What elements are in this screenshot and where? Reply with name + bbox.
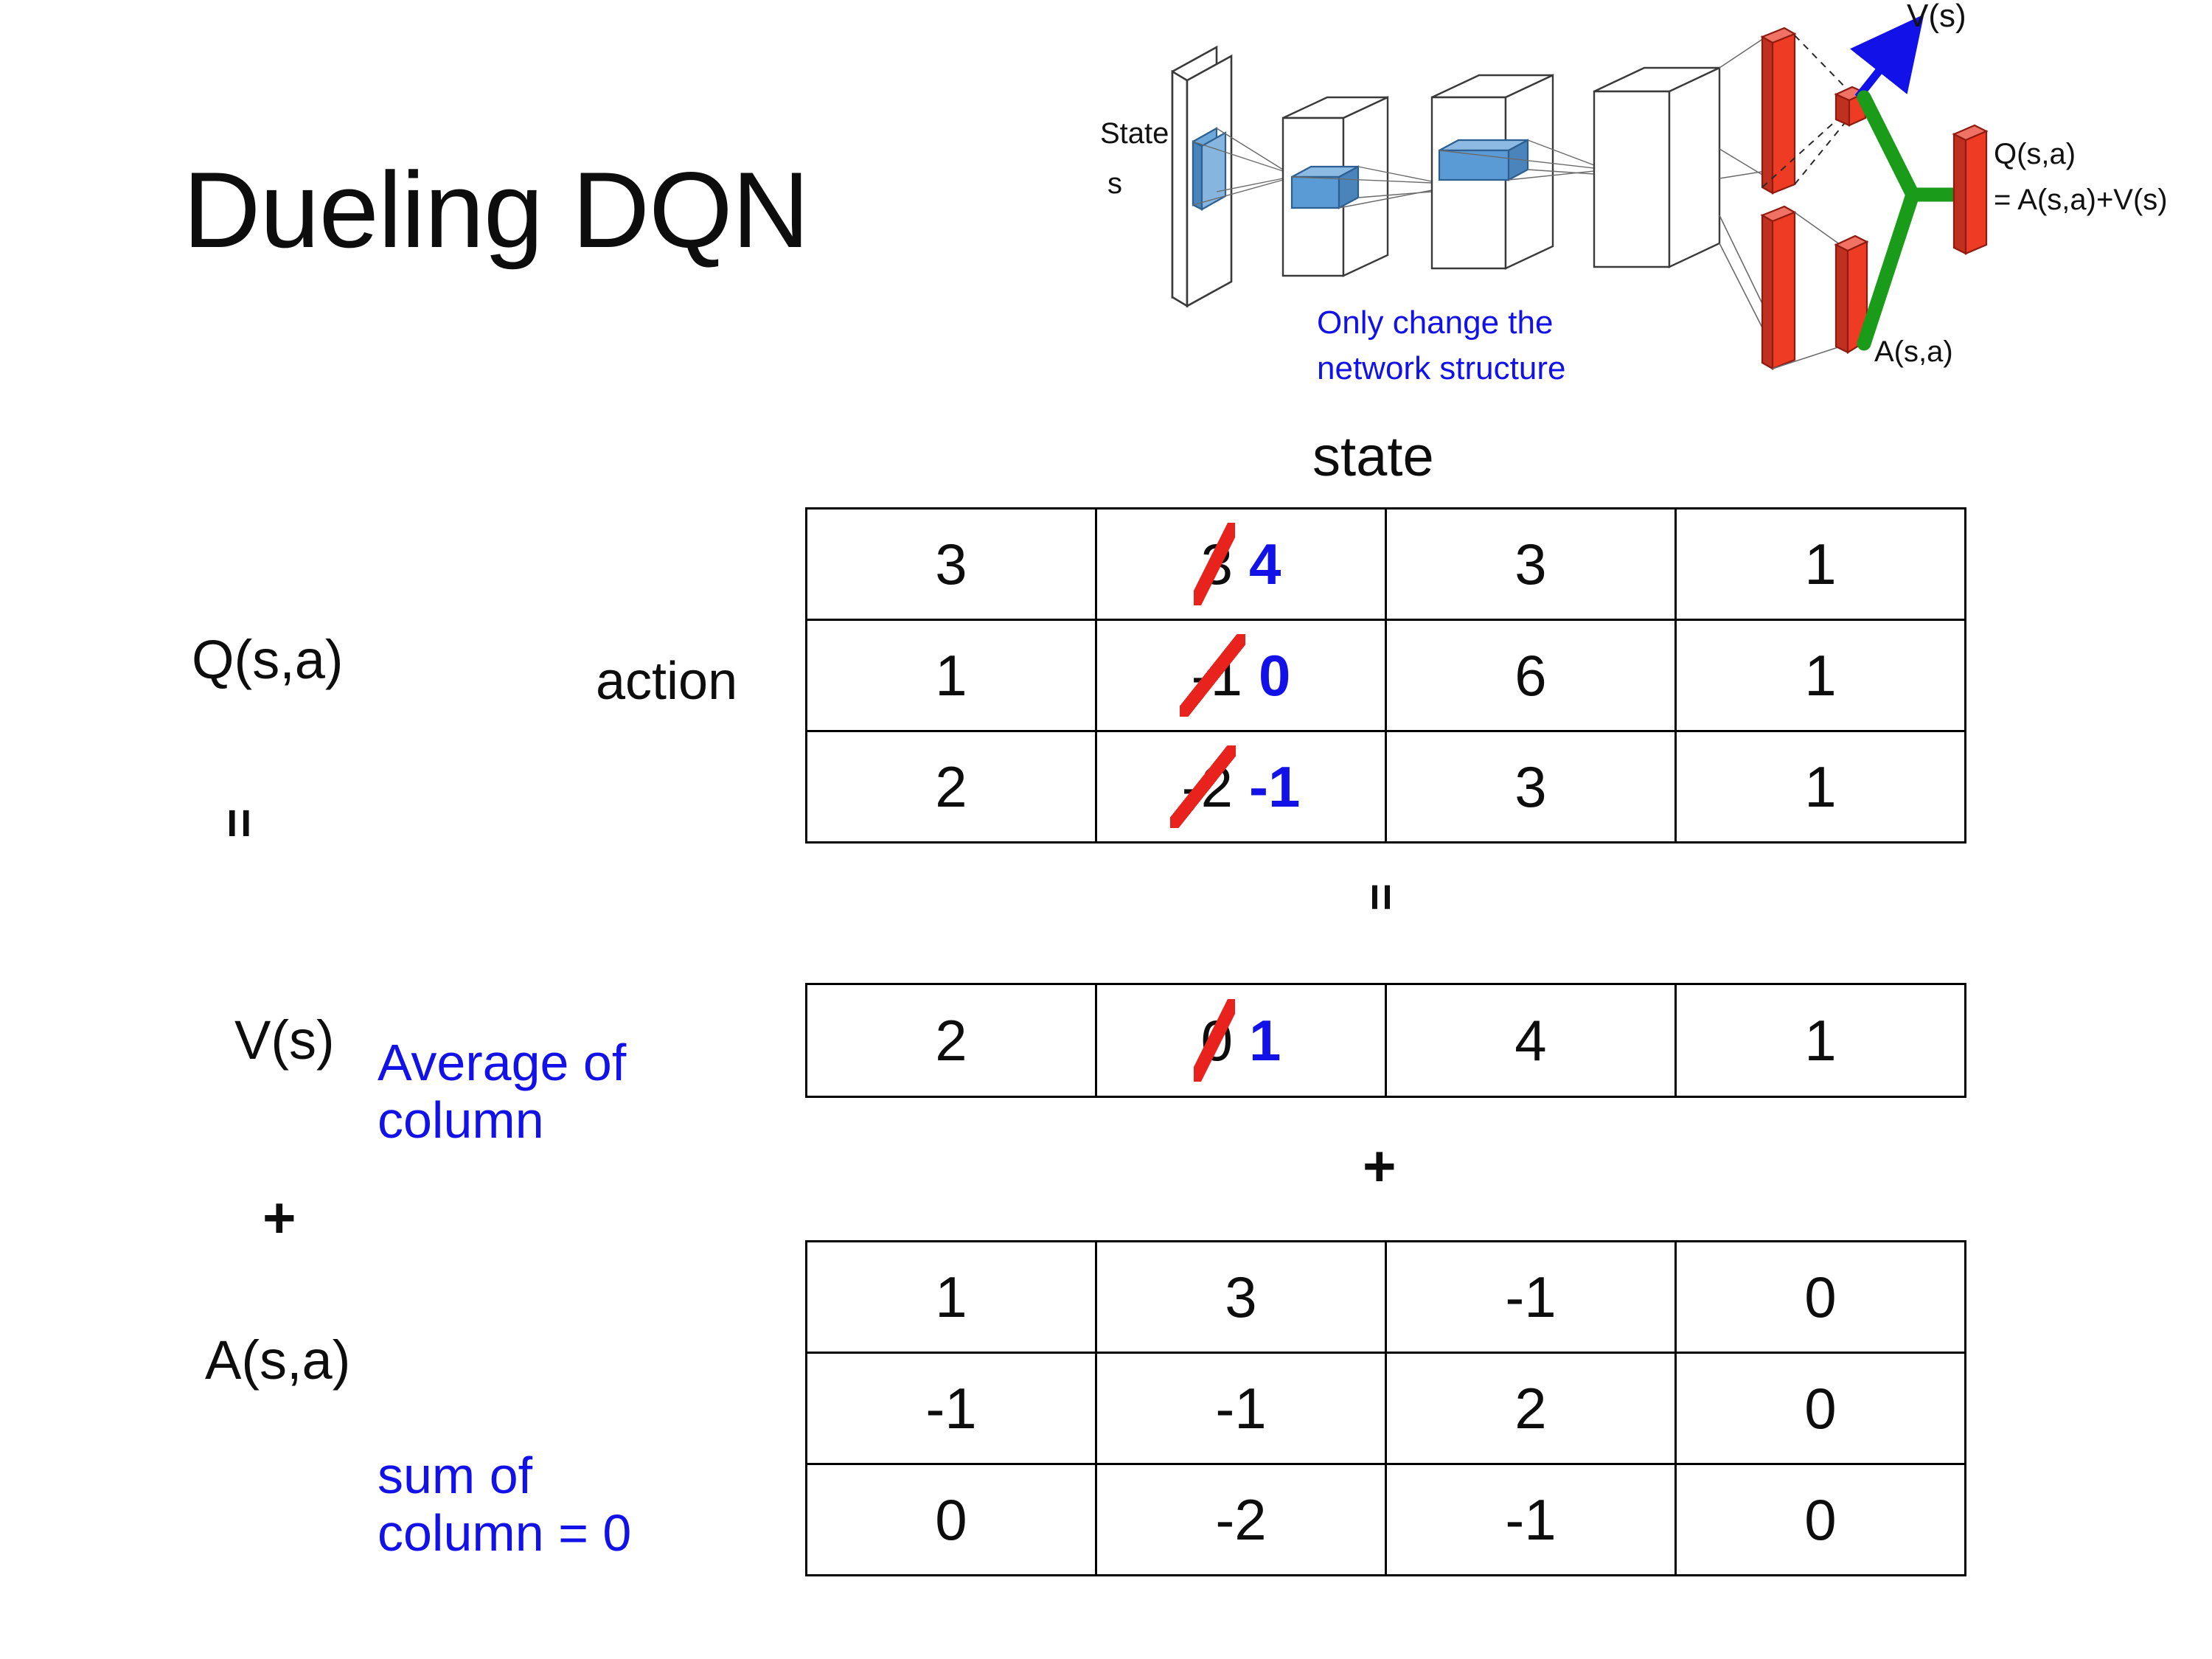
average-note-line1: Average of [378,1034,627,1091]
table-cell: 2 [805,983,1097,1098]
struck-value: 3 [1193,522,1236,606]
average-of-column-note: Average of column [378,1034,626,1150]
diagram-state-label-line1: State [1100,117,1169,150]
table-cell-corrected: -2-1 [1095,730,1387,844]
diagram-q-label-line2: = A(s,a)+V(s) [1994,184,2168,216]
table-cell: 2 [1385,1352,1677,1465]
replacement-value: 0 [1258,642,1291,708]
action-axis-label: action [596,652,738,711]
table-cell: 0 [805,1463,1097,1576]
table-cell: 1 [805,1240,1097,1354]
state-axis-label: state [1312,425,1434,488]
table-cell: 0 [1674,1352,1966,1465]
diagram-advantage-label: A(s,a) [1874,335,1953,368]
table-cell: -2 [1095,1463,1387,1576]
table-cell: -1 [805,1352,1097,1465]
v-function-label: V(s) [234,1009,335,1071]
page-title: Dueling DQN [183,150,810,270]
replacement-value: -1 [1249,754,1301,819]
table-cell: 3 [1095,1240,1387,1354]
table-cell: 1 [1674,507,1966,621]
equals-sign-center: = [1355,883,1408,911]
table-cell: 6 [1385,619,1677,732]
table-cell: 1 [805,619,1097,732]
equals-sign-left: = [211,808,268,838]
table-cell: 0 [1674,1463,1966,1576]
struck-value: -1 [1180,633,1246,717]
dueling-network-diagram: V(s) A(s,a) [1099,0,2212,407]
advantage-function-label: A(s,a) [205,1329,351,1391]
replacement-value: 1 [1249,1007,1281,1073]
table-cell: 3 [805,507,1097,621]
plus-sign-left: + [262,1185,296,1250]
table-cell: 3 [1385,730,1677,844]
plus-sign-center: + [1363,1133,1397,1198]
table-cell: 1 [1674,619,1966,732]
table-cell: 1 [1674,983,1966,1098]
sum-of-column-note: sum of column = 0 [378,1447,631,1562]
average-note-line2: column [378,1091,544,1150]
table-cell: 0 [1674,1240,1966,1354]
table-cell: 4 [1385,983,1677,1098]
table-cell: -1 [1095,1352,1387,1465]
sum-note-line2: column = 0 [378,1504,632,1562]
table-cell: 3 [1385,507,1677,621]
diagram-state-label-line2: s [1107,167,1122,200]
replacement-value: 4 [1249,531,1281,597]
diagram-note-line2: network structure [1317,350,1565,386]
table-cell: 1 [1674,730,1966,844]
diagram-note-line1: Only change the [1317,305,1553,341]
struck-value: 0 [1193,998,1236,1082]
table-cell: 2 [805,730,1097,844]
q-function-label: Q(s,a) [192,629,344,690]
struck-value: -2 [1170,745,1237,829]
diagram-q-label-line1: Q(s,a) [1994,138,2076,170]
table-cell: -1 [1385,1463,1677,1576]
table-cell: -1 [1385,1240,1677,1354]
sum-note-line1: sum of [378,1447,533,1504]
diagram-value-label: V(s) [1907,0,1966,34]
